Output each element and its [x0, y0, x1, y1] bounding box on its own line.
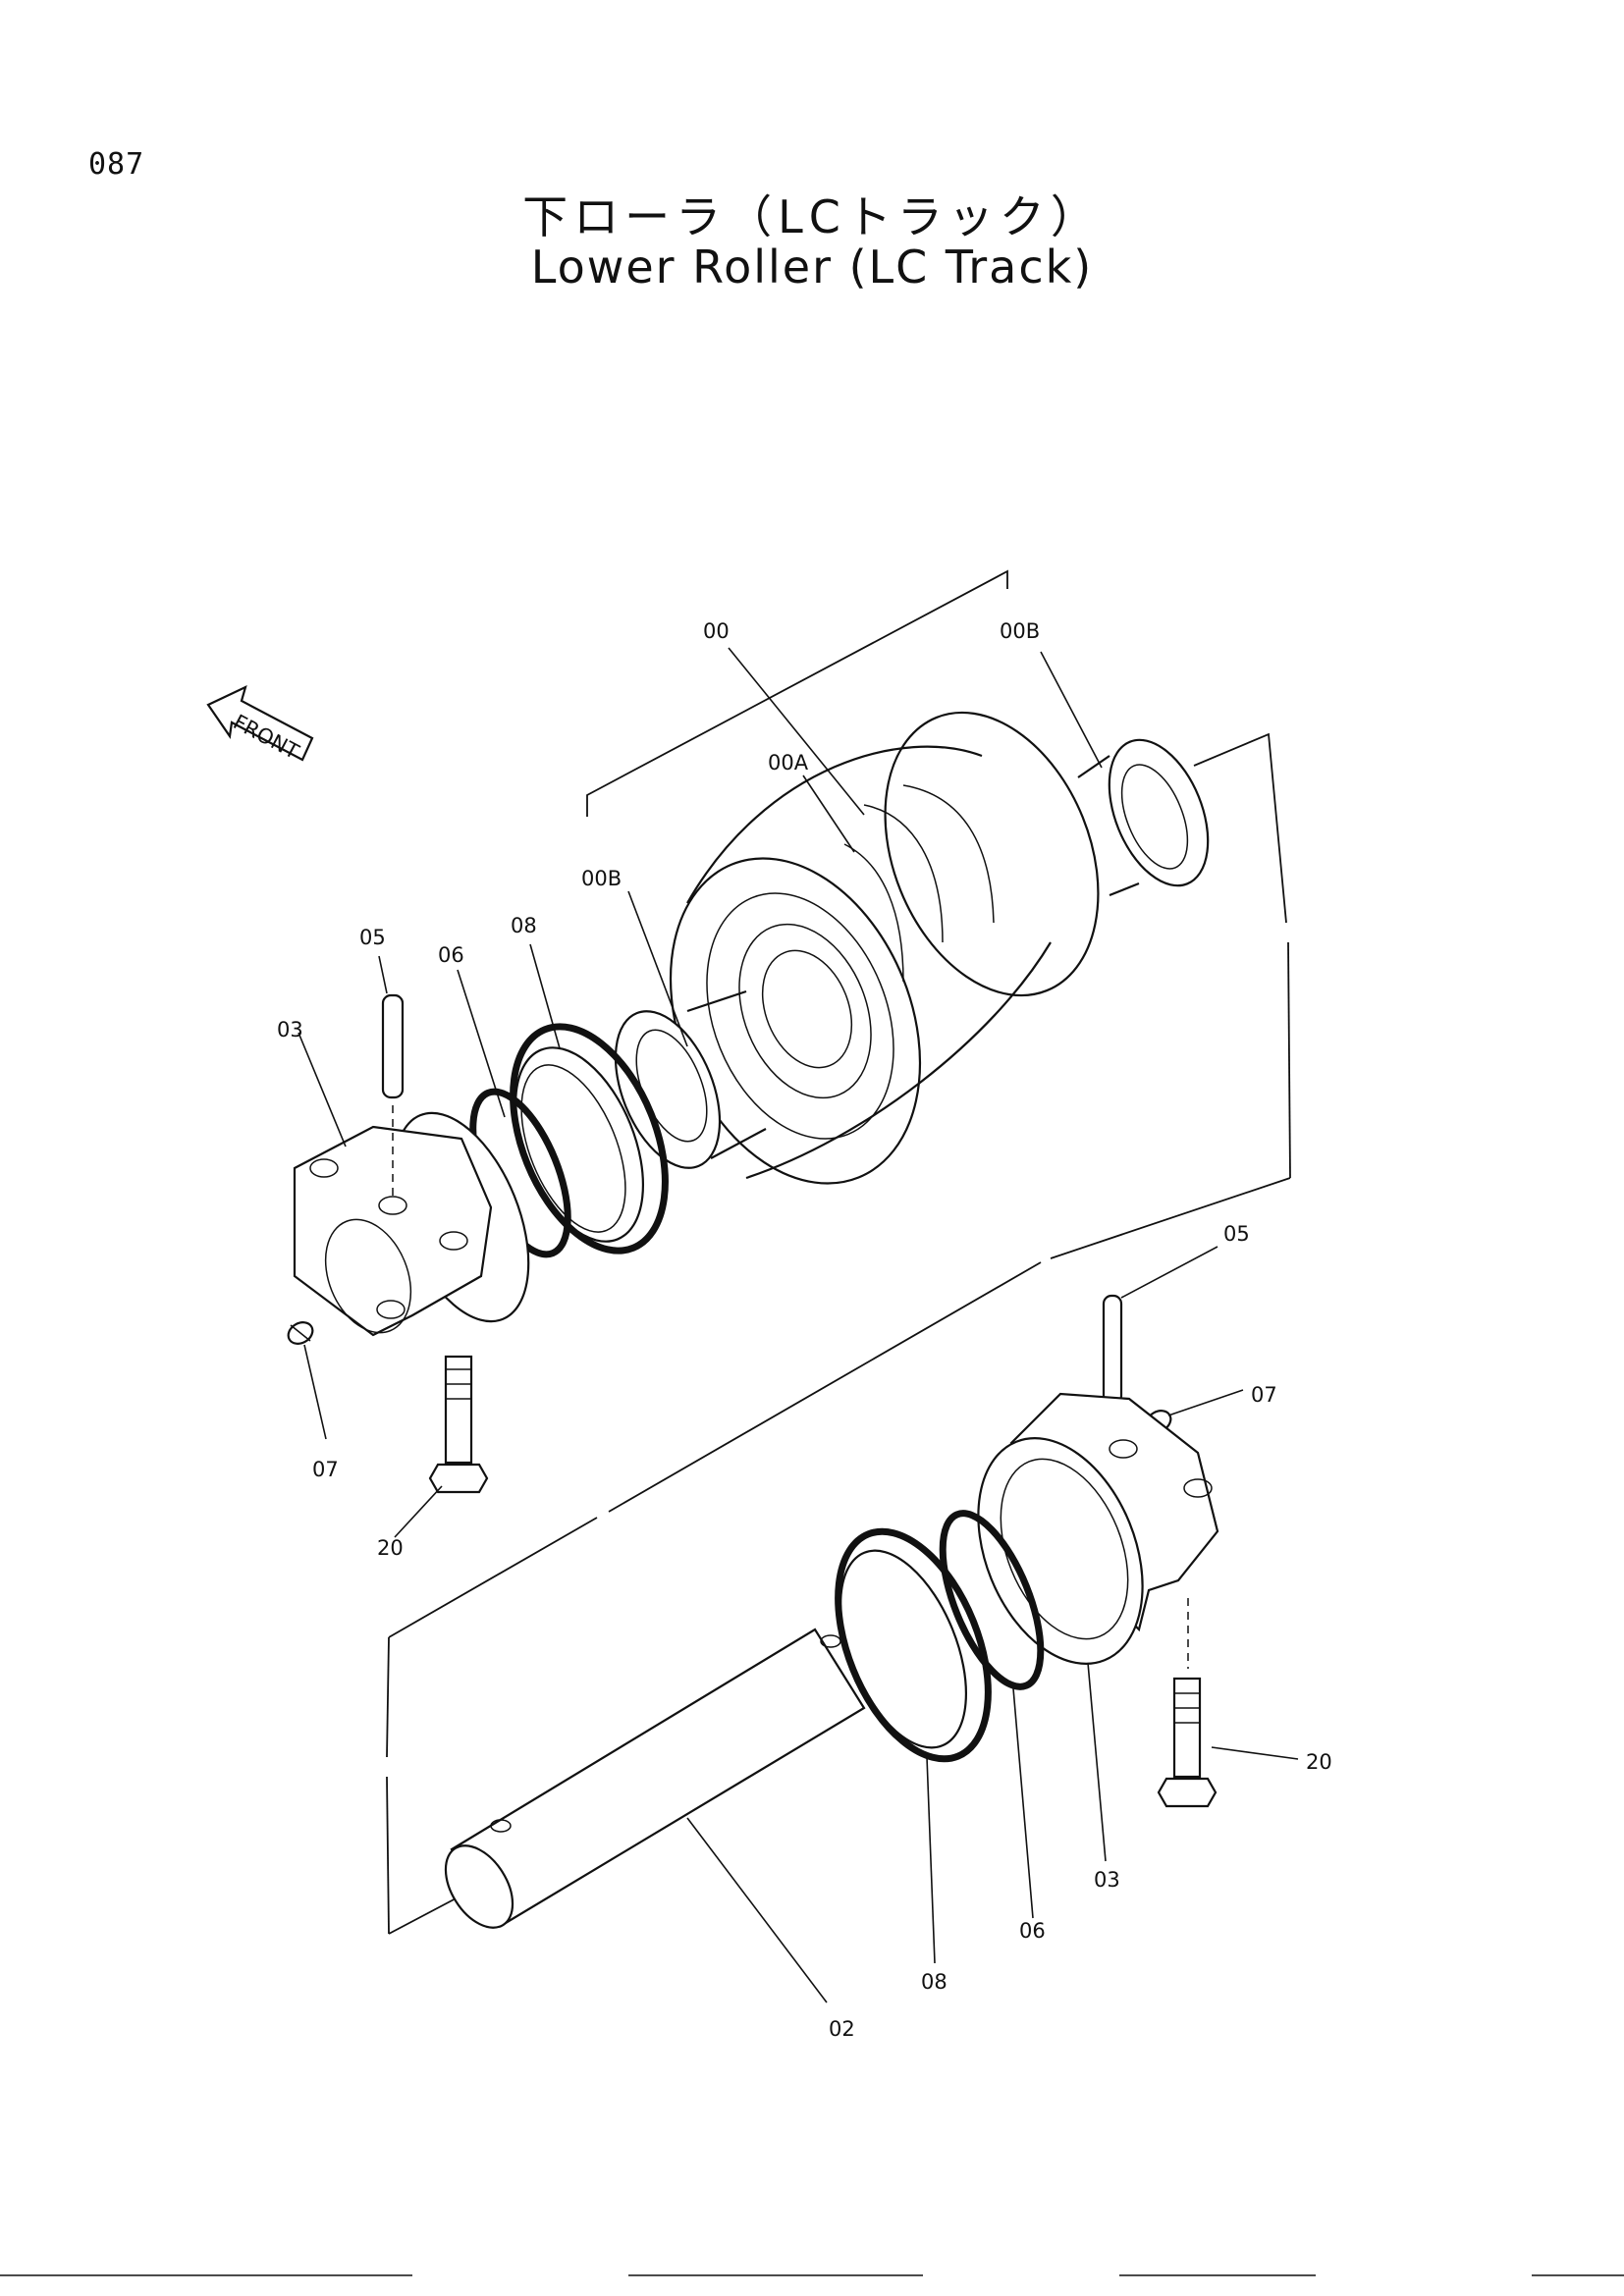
assembly-bracket-00: [586, 569, 1008, 817]
callout-07-left: 07: [312, 1458, 339, 1481]
callout-00B-left: 00B: [581, 867, 622, 890]
callout-06-upper: 06: [438, 943, 464, 967]
plug-07-left: [287, 1321, 314, 1345]
bushing-00B-left: [614, 989, 767, 1169]
callout-00A: 00A: [768, 751, 809, 774]
callout-03-right: 03: [1094, 1868, 1120, 1892]
callout-00: 00: [703, 619, 730, 643]
callout-08-lower: 08: [921, 1970, 947, 1994]
leader-lines: [298, 647, 1299, 2003]
shaft-02: [444, 1628, 866, 1929]
callout-00B-top: 00B: [1000, 619, 1040, 643]
collar-03-right: [977, 1392, 1219, 1665]
bushing-00B-right: [1077, 738, 1210, 897]
floating-seal-08-lower: [835, 1527, 992, 1763]
callout-05-left: 05: [359, 926, 386, 949]
callout-20-left: 20: [377, 1536, 404, 1560]
callout-20-right: 20: [1306, 1750, 1332, 1774]
callout-08-upper: 08: [511, 914, 537, 937]
callout-03-left: 03: [277, 1018, 303, 1041]
callout-07-right: 07: [1251, 1383, 1277, 1407]
bolt-20-left: [428, 1355, 489, 1494]
floating-seal-08-upper: [510, 1023, 669, 1255]
roller-body-00A: [669, 711, 1100, 1185]
callout-05-right: 05: [1223, 1222, 1250, 1246]
page-number: 087: [88, 147, 145, 182]
front-arrow-icon: FRONT: [206, 684, 314, 764]
bolt-20-right: [1157, 1598, 1218, 1808]
page-title-english: Lower Roller (LC Track): [530, 240, 1094, 294]
page-title-japanese: 下ローラ（LCトラック）: [522, 190, 1102, 243]
callout-02: 02: [829, 2017, 855, 2041]
assembly-frame: [386, 732, 1291, 1935]
collar-03-left: [293, 1111, 530, 1337]
pin-05-left: [381, 993, 405, 1200]
o-ring-06-lower: [939, 1510, 1045, 1690]
callout-06-lower: 06: [1019, 1919, 1046, 1943]
